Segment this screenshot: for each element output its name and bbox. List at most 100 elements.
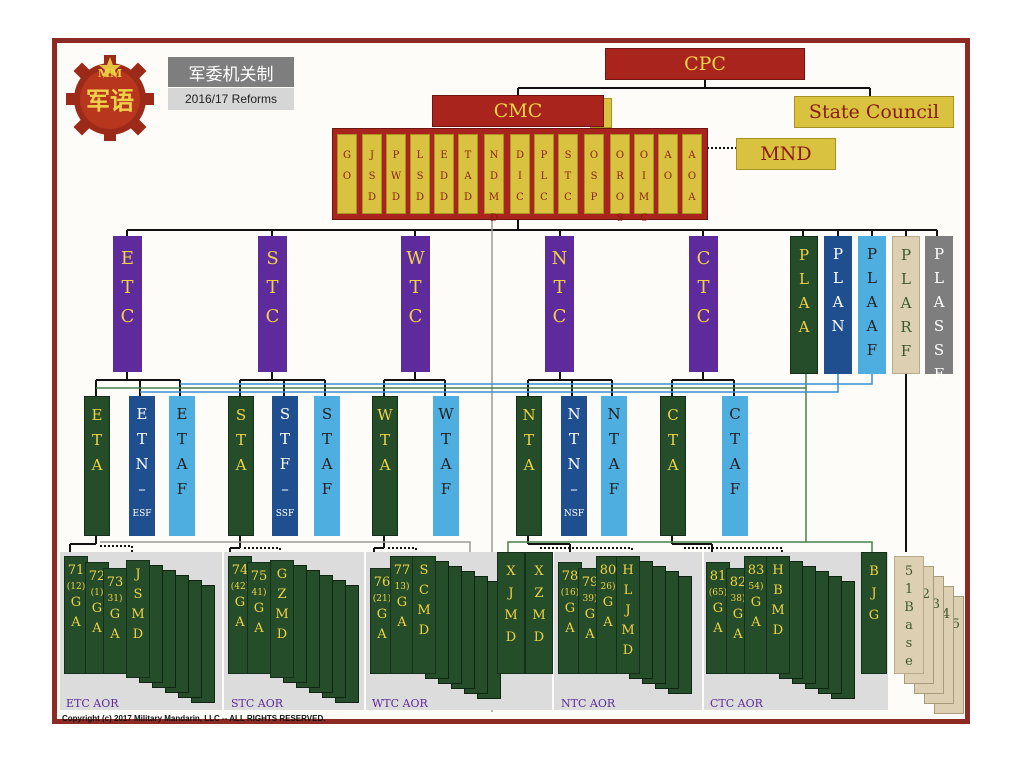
single-unit-box-letter: M: [504, 608, 518, 623]
logo-main-text: 军语: [86, 86, 134, 115]
cmc-department-box-letter: M: [488, 192, 500, 203]
service-box-letter: L: [901, 270, 911, 288]
cmc-department-box-letter: C: [564, 192, 572, 203]
component-box-letter: C: [667, 406, 679, 424]
logo-mm-text: MM: [97, 67, 123, 80]
theater-command-box-letter: C: [696, 306, 711, 327]
component-box-letter: E: [136, 405, 148, 423]
group-army-letter: G: [91, 601, 103, 616]
component-box-letter: T: [176, 430, 187, 448]
group-army-legacy: (42): [230, 582, 250, 592]
cmc-department-box-letter: W: [390, 171, 402, 182]
base-box-letter: 1: [904, 582, 914, 597]
group-army-letter: A: [92, 621, 102, 636]
cmc-department-box-letter: D: [515, 150, 525, 161]
group-army-number: 71: [67, 563, 85, 578]
group-army-legacy: 26): [600, 582, 616, 592]
cmc-department-box-letter: E: [440, 150, 448, 161]
service-box-letter: F: [933, 365, 945, 383]
cmc-department-box-letter: S: [368, 171, 376, 182]
component-box-letter: T: [279, 430, 290, 448]
single-unit-box-letter: B: [869, 564, 879, 579]
group-army-letter: A: [235, 615, 245, 630]
group-army-number: 78: [561, 569, 579, 584]
component-box-letter: T: [440, 430, 451, 448]
component-box-letter: –: [138, 480, 146, 498]
service-box-letter: L: [799, 270, 809, 288]
theater-command-box-letter: C: [696, 248, 711, 269]
cmc-department-box-letter: D: [415, 192, 425, 203]
military-district-box-letter: S: [419, 563, 429, 578]
theater-command-box-letter: C: [408, 306, 423, 327]
cmc-department-box-letter: D: [391, 192, 401, 203]
component-box-letter: A: [440, 455, 452, 473]
group-army-legacy: 54): [748, 582, 764, 592]
group-army-number: 74: [231, 563, 249, 578]
military-district-box-letter: D: [276, 627, 288, 642]
military-district-box-letter: Z: [277, 587, 287, 602]
group-army-letter: G: [109, 607, 121, 622]
component-box-letter: E: [91, 406, 103, 424]
military-district-box-letter: C: [419, 583, 429, 598]
group-army-letter: G: [732, 607, 744, 622]
military-district-box-letter: H: [772, 563, 784, 578]
cmc-department-box-letter: N: [489, 150, 499, 161]
cmc-department-box-letter: O: [687, 171, 697, 182]
cmc-department-box-letter: S: [616, 213, 624, 224]
component-box-letter: N: [522, 406, 536, 424]
military-district-box-letter: D: [772, 623, 784, 638]
cmc-department-box-letter: G: [343, 150, 351, 161]
cmc-department-box-letter: O: [615, 150, 625, 161]
single-unit-box-letter: X: [534, 564, 544, 579]
group-army-legacy: 31): [107, 594, 123, 604]
single-unit-box-letter: J: [871, 586, 877, 601]
military-district-box-letter: M: [771, 603, 785, 618]
theater-command-box-letter: W: [406, 248, 425, 269]
group-army-letter: A: [733, 627, 743, 642]
theater-command-box-letter: T: [266, 277, 279, 298]
single-unit-box-letter: D: [505, 630, 517, 645]
cmc-department-box-letter: P: [590, 192, 598, 203]
service-box-letter: P: [933, 245, 945, 263]
military-district-box-letter: B: [773, 583, 783, 598]
military-district-box-letter: M: [621, 623, 635, 638]
theater-command-box-letter: C: [120, 306, 135, 327]
military-district-box-letter: G: [276, 567, 288, 582]
component-box-letter: T: [729, 430, 740, 448]
component-box-letter: T: [608, 430, 619, 448]
component-box-letter: A: [176, 455, 188, 473]
component-box-letter: E: [176, 405, 188, 423]
base-stack-digit: 5: [951, 617, 960, 632]
service-box-letter: L: [833, 269, 843, 287]
group-army-letter: G: [564, 601, 576, 616]
military-district-box-letter: H: [622, 563, 634, 578]
service-box-letter: A: [832, 293, 844, 311]
component-box-letter: A: [321, 455, 333, 473]
theater-command-box-letter: S: [266, 248, 279, 269]
component-box-letter: F: [440, 480, 452, 498]
theater-command-box-letter: T: [553, 277, 566, 298]
cmc-department-box-letter: C: [640, 213, 648, 224]
aor-label-wtc: WTC AOR: [372, 697, 428, 710]
military-district-box-letter: M: [417, 603, 431, 618]
component-box-letter: S: [321, 405, 333, 423]
